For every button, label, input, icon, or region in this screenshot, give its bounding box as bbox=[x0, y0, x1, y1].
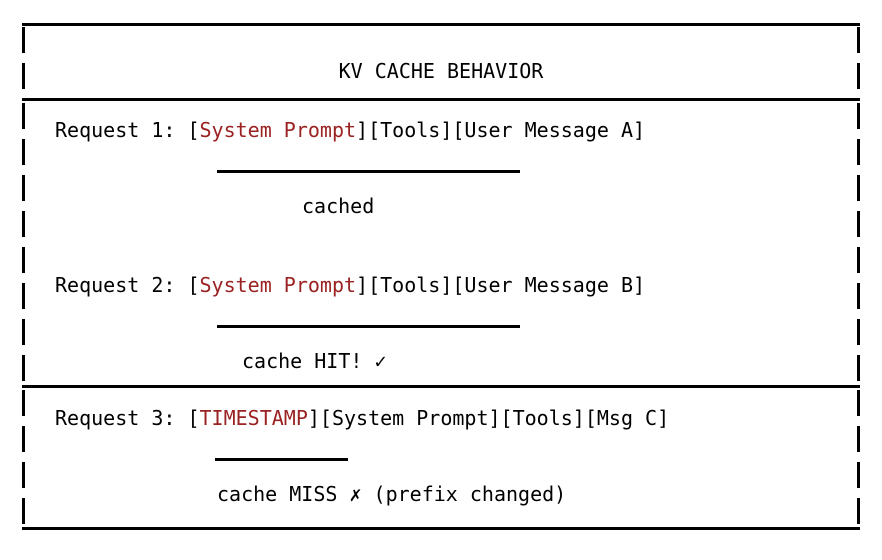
request-2-cached-prefix: System Prompt bbox=[199, 273, 357, 297]
box-border-segment bbox=[22, 498, 25, 524]
box-border-segment bbox=[22, 390, 25, 416]
box-border-segment bbox=[857, 319, 860, 345]
request-1-cache-underline bbox=[217, 170, 520, 173]
request-1-caption: cached bbox=[302, 194, 375, 218]
box-border-segment bbox=[22, 139, 25, 165]
request-2-caption: cache HIT! ✓ bbox=[242, 349, 387, 373]
box-top-border bbox=[22, 23, 860, 26]
box-border-segment bbox=[857, 103, 860, 129]
request-1-cached-prefix: System Prompt bbox=[199, 118, 357, 142]
box-separator-section bbox=[22, 385, 860, 388]
box-left-border bbox=[22, 23, 25, 530]
request-3-cache-underline bbox=[215, 458, 348, 461]
request-1-bracket-open: [ bbox=[187, 118, 200, 142]
box-border-segment bbox=[22, 319, 25, 345]
box-border-segment bbox=[22, 462, 25, 488]
box-separator-title bbox=[22, 98, 860, 101]
box-border-segment bbox=[22, 247, 25, 273]
box-border-segment bbox=[22, 283, 25, 309]
request-2-remainder: ][Tools][User Message B] bbox=[356, 273, 646, 297]
box-border-segment bbox=[857, 390, 860, 416]
request-1-label: Request 1: bbox=[55, 118, 188, 142]
box-border-segment bbox=[22, 63, 25, 89]
box-border-segment bbox=[22, 103, 25, 129]
request-3-label: Request 3: bbox=[55, 406, 188, 430]
request-1-remainder: ][Tools][User Message A] bbox=[356, 118, 646, 142]
request-2-cache-underline bbox=[217, 325, 520, 328]
request-3-line: Request 3: [TIMESTAMP][System Prompt][To… bbox=[55, 408, 669, 428]
box-border-segment bbox=[857, 63, 860, 89]
request-1-line: Request 1: [System Prompt][Tools][User M… bbox=[55, 120, 645, 140]
box-border-segment bbox=[857, 247, 860, 273]
ascii-box-frame: KV CACHE BEHAVIOR Request 1: [System Pro… bbox=[22, 23, 860, 530]
box-bottom-border bbox=[22, 527, 860, 530]
request-2-line: Request 2: [System Prompt][Tools][User M… bbox=[55, 275, 645, 295]
box-border-segment bbox=[857, 462, 860, 488]
request-3-remainder: ][System Prompt][Tools][Msg C] bbox=[307, 406, 670, 430]
page-title: KV CACHE BEHAVIOR bbox=[338, 59, 544, 83]
box-border-segment bbox=[22, 211, 25, 237]
request-3-caption: cache MISS ✗ (prefix changed) bbox=[217, 482, 567, 506]
request-3-changed-prefix: TIMESTAMP bbox=[199, 406, 308, 430]
box-border-segment bbox=[857, 175, 860, 201]
box-border-segment bbox=[857, 27, 860, 53]
request-3-bracket-open: [ bbox=[187, 406, 200, 430]
box-border-segment bbox=[857, 426, 860, 452]
box-border-segment bbox=[22, 355, 25, 381]
box-border-segment bbox=[857, 355, 860, 381]
box-border-segment bbox=[857, 283, 860, 309]
box-border-segment bbox=[22, 175, 25, 201]
box-border-segment bbox=[857, 211, 860, 237]
request-2-label: Request 2: bbox=[55, 273, 188, 297]
box-right-border bbox=[857, 23, 860, 530]
box-border-segment bbox=[22, 426, 25, 452]
box-border-segment bbox=[857, 498, 860, 524]
box-border-segment bbox=[22, 27, 25, 53]
request-2-bracket-open: [ bbox=[187, 273, 200, 297]
box-border-segment bbox=[857, 139, 860, 165]
